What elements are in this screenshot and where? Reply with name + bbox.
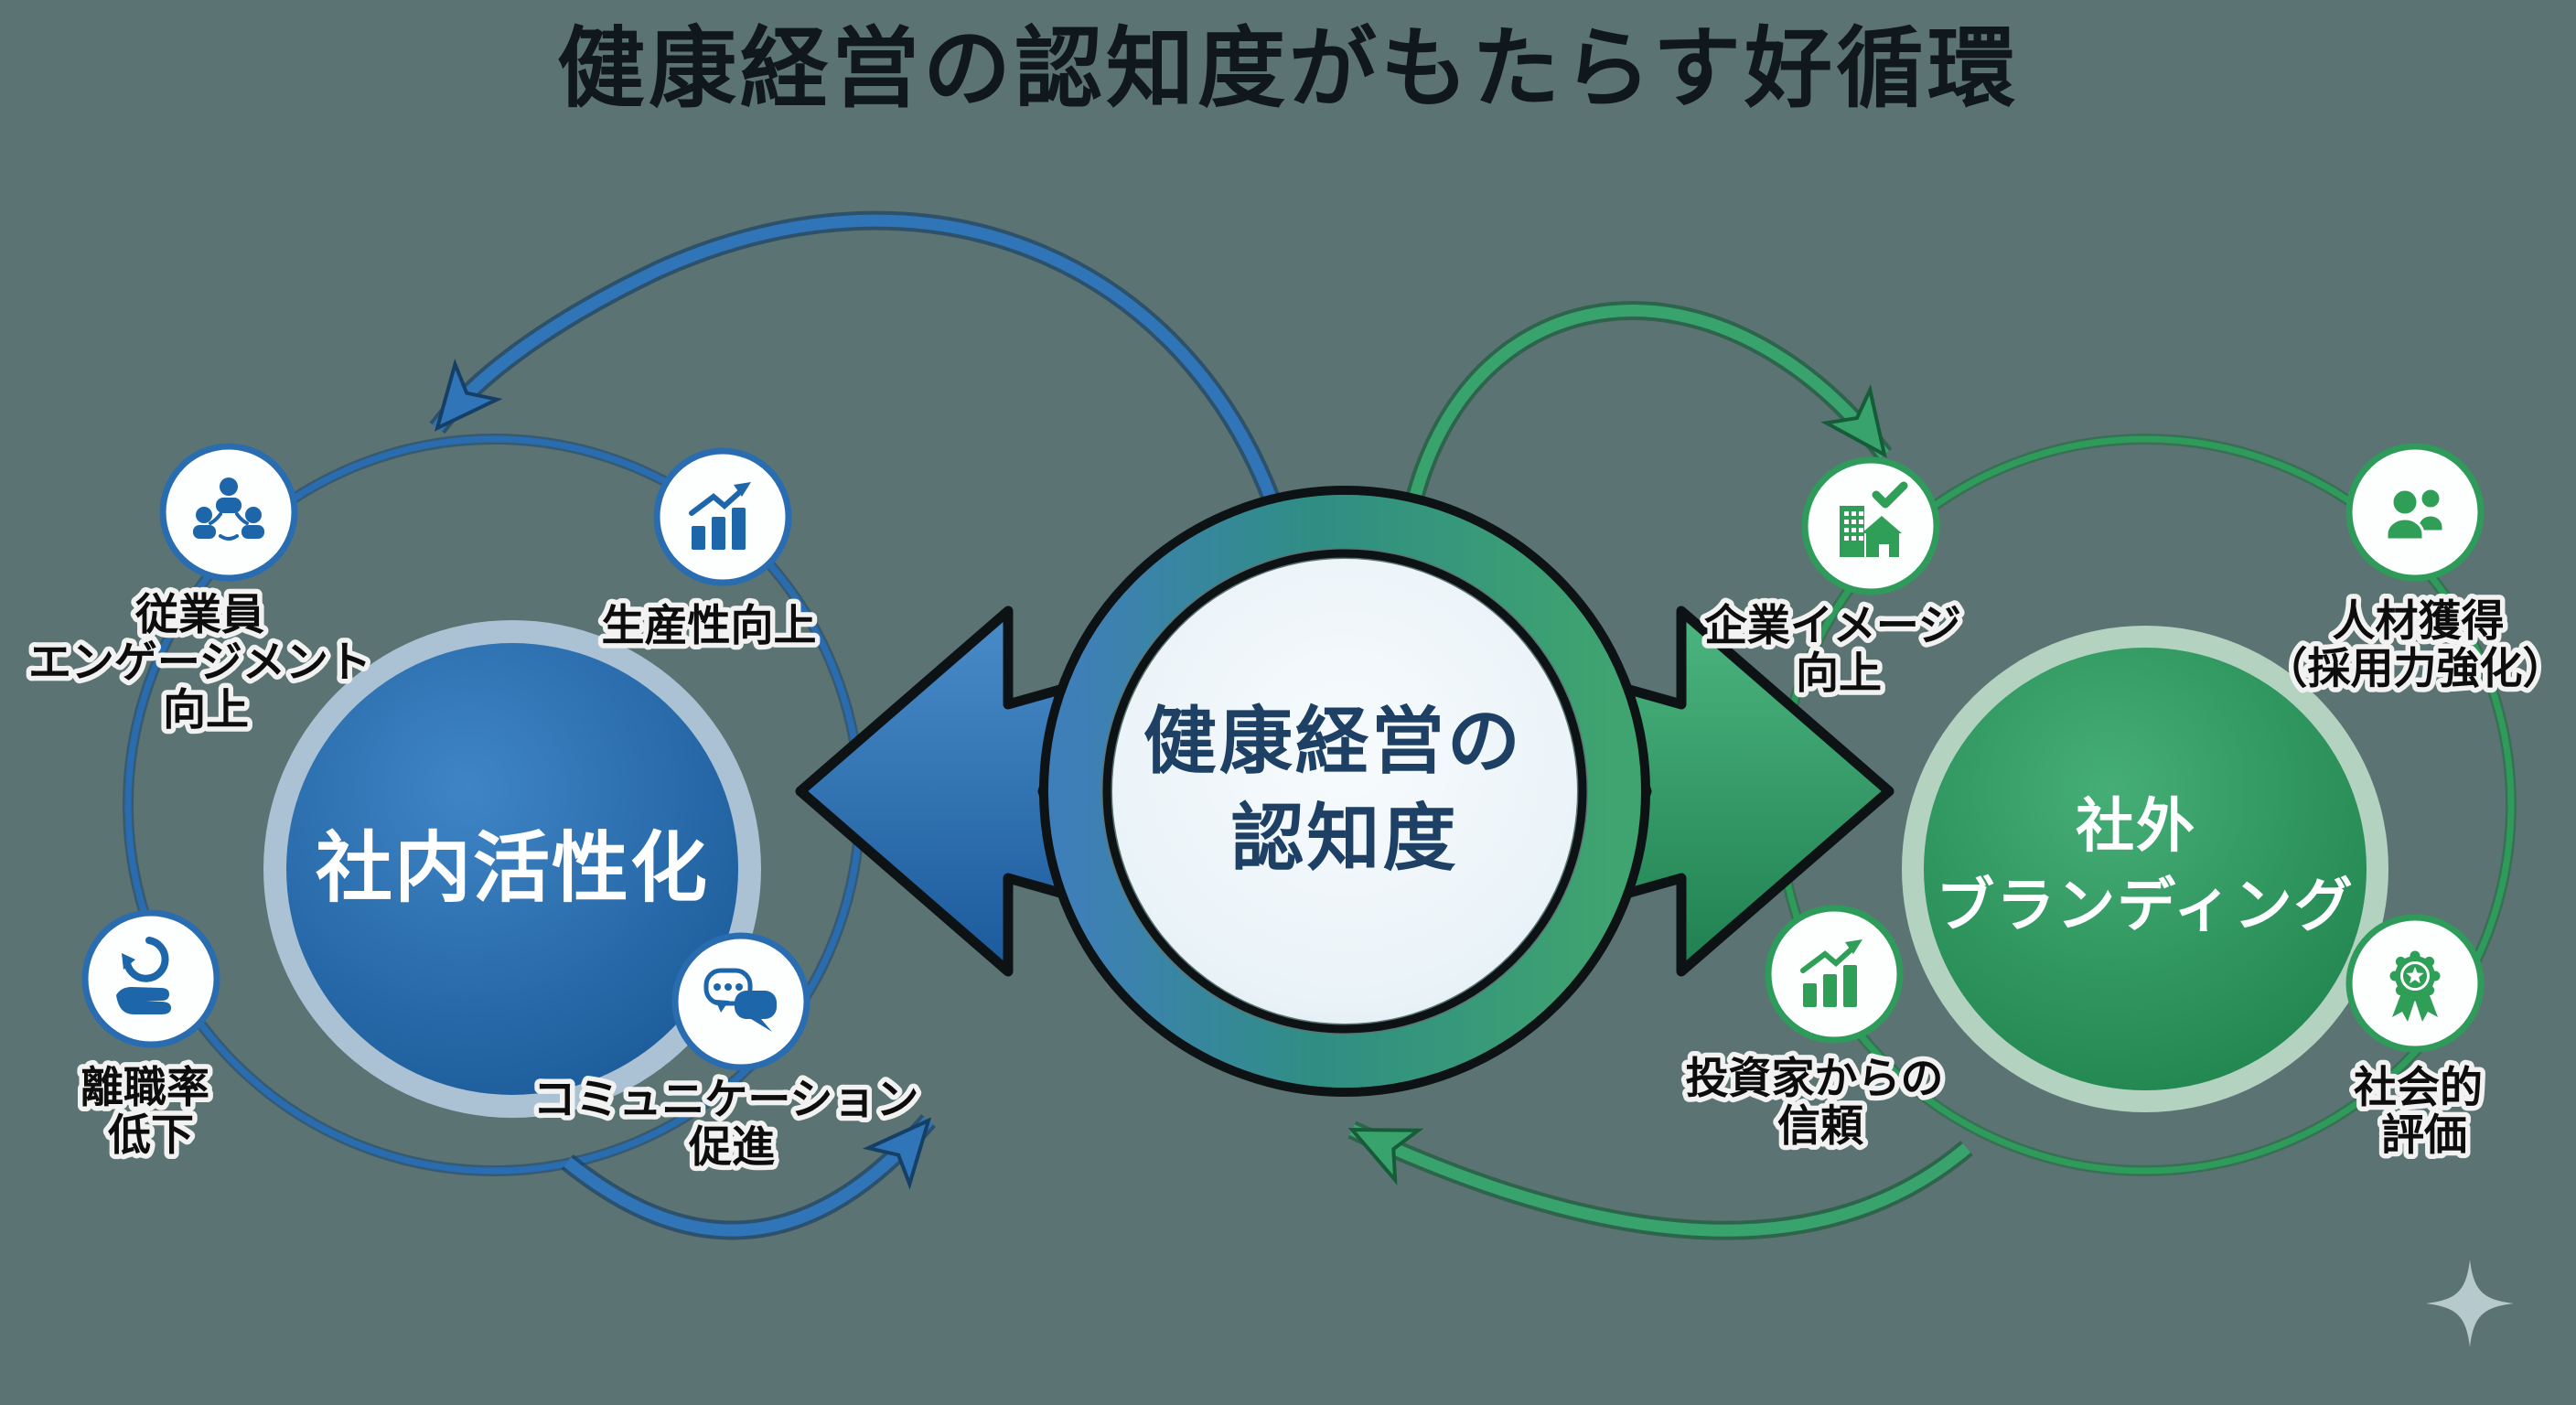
satellite-label: 従業員 エンゲージメント 向上 <box>28 590 383 734</box>
left-hub-circle: 社内活性化 <box>263 620 761 1118</box>
satellite-social-evaluation: 社会的 評価 <box>2345 914 2495 1164</box>
right-hub-label: 社外 ブランディング <box>1936 793 2355 938</box>
speech-bubbles-icon <box>703 968 777 1032</box>
satellite-label: 投資家からの 信頼 <box>1685 1054 1955 1150</box>
satellite-label: 社会的 評価 <box>2354 1063 2495 1159</box>
right-hub-circle: 社外 ブランディング <box>1902 626 2388 1112</box>
blue-top-cycle-arrow <box>429 210 1285 516</box>
satellite-communication: コミュニケーション 促進 <box>528 932 930 1176</box>
satellite-productivity: 生産性向上 <box>596 447 821 655</box>
green-bottom-cycle-arrow <box>1347 1121 1973 1240</box>
satellite-label: 離職率 低下 <box>80 1063 221 1159</box>
blue-arrowhead-top-icon <box>434 358 503 432</box>
satellite-label: 企業イメージ 向上 <box>1704 601 1973 697</box>
blue-bottom-cycle-arrow <box>561 1114 936 1240</box>
award-ribbon-icon <box>2389 950 2441 1022</box>
satellite-label: 生産性向上 <box>602 601 817 649</box>
satellite-turnover: 離職率 低下 <box>75 909 221 1164</box>
satellite-investor-trust: 投資家からの 信頼 <box>1680 905 1955 1155</box>
people-network-icon <box>193 477 264 541</box>
green-arrowhead-bottom-icon <box>1347 1127 1424 1185</box>
two-people-icon <box>2385 487 2445 542</box>
center-circle: 健康経営の 認知度 <box>1039 486 1650 1097</box>
bar-chart-rising-icon <box>1800 939 1862 1007</box>
hand-retention-icon <box>116 937 171 1014</box>
bar-chart-rising-icon <box>689 482 751 550</box>
left-hub-label: 社内活性化 <box>316 825 709 911</box>
satellite-corporate-image: 企業イメージ 向上 <box>1699 456 1973 702</box>
center-label: 健康経営の 認知度 <box>1143 701 1546 879</box>
sparkle-icon <box>2426 1260 2514 1347</box>
satellite-engagement: 従業員 エンゲージメント 向上 <box>23 443 383 739</box>
satellite-talent: 人材獲得 （採用力強化） <box>2259 443 2571 698</box>
satellite-label: 人材獲得 （採用力強化） <box>2265 596 2566 692</box>
building-check-icon <box>1840 481 1908 557</box>
satellite-label: コミュニケーション 促進 <box>532 1075 930 1171</box>
green-top-cycle-arrow <box>1403 301 1893 506</box>
page-title: 健康経営の認知度がもたらす好循環 <box>557 20 2019 118</box>
blue-arrowhead-bottom-icon <box>862 1117 932 1190</box>
green-arrowhead-top-icon <box>1820 384 1887 458</box>
